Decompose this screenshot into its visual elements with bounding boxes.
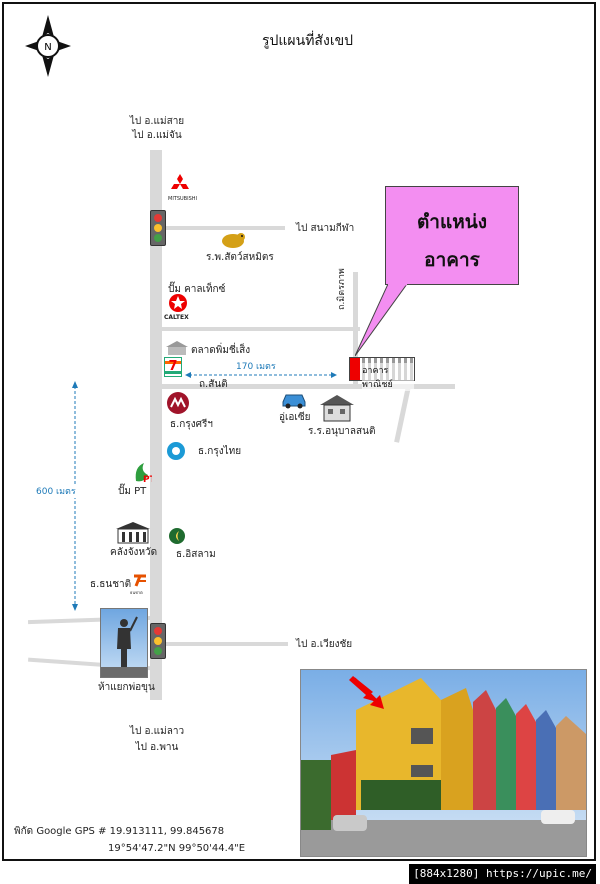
market-label: ตลาดพิ่มชี่เส็ง xyxy=(191,345,251,356)
watermark-link[interactable]: [884x1280] https://upic.me/ xyxy=(409,864,596,884)
callout-line-1: ตำแหน่ง xyxy=(416,211,488,233)
thanachart-label: ธ.ธนชาติ xyxy=(90,579,132,590)
islamic-bank-label: ธ.อิสลาม xyxy=(176,549,216,560)
building-callout: ตำแหน่ง อาคาร xyxy=(385,186,519,285)
car-icon xyxy=(282,394,306,409)
building-photo xyxy=(300,669,587,857)
red-arrow-icon xyxy=(352,677,384,709)
thanachart-logo-label: ธนชาต xyxy=(130,590,143,595)
distance-170-label: 170 เมตร xyxy=(236,362,276,372)
building-marker: อาคารพาณิชย์ xyxy=(349,357,415,391)
distance-600-label: 600 เมตร xyxy=(36,484,76,498)
hospital-label: ร.พ.สัตว์สหมิตร xyxy=(206,252,274,263)
callout-pointer xyxy=(355,284,408,357)
pt-pump-label: ปั๊ม PT xyxy=(118,486,147,497)
caltex-pump-label: ปั๊ม คาลเท็กซ์ xyxy=(168,284,226,295)
north-road-label-1: ไป อ.แม่สาย xyxy=(129,116,185,127)
thanachart-logo-icon xyxy=(134,574,146,587)
pt-sign-label: PT xyxy=(143,475,152,485)
statue-photo xyxy=(100,608,148,678)
treasury-label: คลังจังหวัด xyxy=(110,547,158,558)
gps-line-2: 19°54'47.2"N 99°50'44.4"E xyxy=(108,843,246,854)
treasury-building-icon xyxy=(116,522,150,544)
stadium-label: ไป สนามกีฬา xyxy=(296,223,355,234)
traffic-light-icon xyxy=(150,623,166,659)
krungsri-logo-icon xyxy=(167,392,189,414)
krungsri-label: ธ.กรุงศรีฯ xyxy=(170,419,213,430)
sanit-road-label: ถ.สันติ xyxy=(199,379,228,390)
compass-label: N xyxy=(44,42,51,53)
seven-eleven-label: 7 xyxy=(168,359,178,374)
pt-logo-icon: PT xyxy=(135,463,152,485)
islamic-bank-logo-icon xyxy=(169,528,185,544)
map-title: รูปแผนที่สังเขป xyxy=(262,33,354,49)
south-road-label-1: ไป อ.แม่ลาว xyxy=(129,726,185,737)
krungthai-logo-icon xyxy=(167,442,185,460)
sanit-road xyxy=(160,384,455,389)
wiang-chai-road xyxy=(160,642,288,646)
wiang-chai-label: ไป อ.เวียงชัย xyxy=(296,639,353,650)
distance-170-arrow-icon xyxy=(185,372,337,378)
caltex-sign-label: CALTEX xyxy=(164,314,189,321)
dog-icon xyxy=(222,233,245,248)
seven-eleven-logo-icon: 7 xyxy=(164,357,182,377)
mittraphap-road-label: ถ.มิตรภาพ xyxy=(337,268,347,310)
gps-line-1: พิกัด Google GPS # 19.913111, 99.845678 xyxy=(14,826,225,837)
compass-icon: N xyxy=(25,15,71,77)
traffic-light-icon xyxy=(150,210,166,246)
market-icon xyxy=(166,341,188,355)
mitsubishi-label: MITSUBISHI xyxy=(168,196,197,202)
house-icon xyxy=(320,395,354,422)
krungthai-label: ธ.กรุงไทย xyxy=(198,446,242,457)
main-road xyxy=(150,150,162,700)
phokhun-label: ห้าแยกพ่อขุน xyxy=(98,682,155,693)
building-position-marker xyxy=(350,358,360,380)
kindergarten-label: ร.ร.อนุบาลสนติ xyxy=(308,426,376,437)
mitsubishi-logo-icon xyxy=(171,174,189,189)
north-road-label-2: ไป อ.แม่จัน xyxy=(132,130,182,141)
caltex-logo-icon xyxy=(169,294,187,312)
mittraphap-road xyxy=(353,272,358,388)
callout-line-2: อาคาร xyxy=(424,249,480,271)
south-road-label-2: ไป อ.พาน xyxy=(135,742,179,753)
building-label: อาคารพาณิชย์ xyxy=(362,363,414,391)
caltex-road xyxy=(160,327,360,331)
stadium-road xyxy=(160,226,285,230)
uozier-label: อู่เอเซีย xyxy=(279,412,311,423)
